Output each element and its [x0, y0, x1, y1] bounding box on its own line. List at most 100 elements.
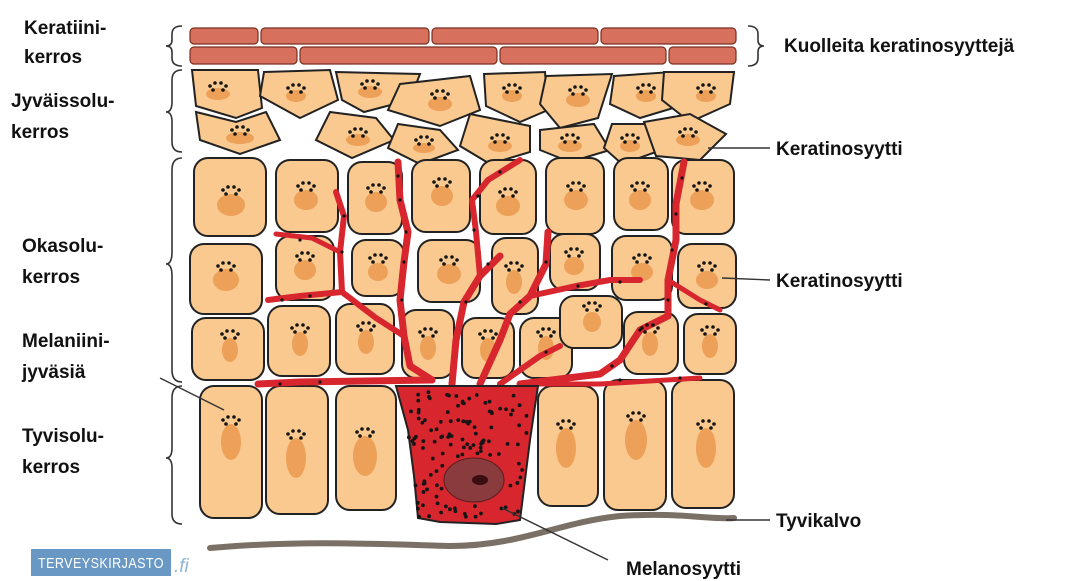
melanin-dot: [516, 481, 520, 485]
melanin-dot: [649, 90, 653, 94]
melanin-dot: [704, 302, 707, 305]
melanin-dot: [577, 254, 581, 258]
melanin-dot: [475, 393, 479, 397]
melanin-dot: [503, 140, 507, 144]
melanin-dot: [701, 83, 705, 87]
melanin-dot: [473, 425, 477, 429]
melanin-dot: [358, 434, 362, 438]
melanin-dot: [713, 264, 717, 268]
melanin-dot: [488, 453, 492, 457]
melanin-dot: [707, 419, 711, 423]
melanin-dot: [431, 334, 435, 338]
melanin-dot: [286, 86, 290, 90]
melanin-dot: [569, 426, 573, 430]
melanin-dot: [296, 184, 300, 188]
melanin-dot: [410, 439, 414, 443]
melanin-dot: [232, 264, 236, 268]
melanin-dot: [417, 408, 421, 412]
melanin-dot: [501, 194, 505, 198]
melanin-dot: [565, 133, 569, 137]
melanin-dot: [416, 393, 420, 397]
melanin-dot: [472, 443, 476, 447]
melanin-dot: [444, 504, 448, 508]
label-granular-layer-line1: Jyväissolu-: [11, 91, 115, 112]
melanin-dot: [498, 190, 502, 194]
melanin-dot: [643, 253, 647, 257]
melanin-dot: [414, 484, 418, 488]
melanin-dot: [581, 92, 585, 96]
melanin-dot: [425, 487, 429, 491]
melanin-dot: [711, 325, 715, 329]
melanin-dot: [221, 188, 225, 192]
melanin-dot: [593, 301, 597, 305]
label-basal-layer-line2: kerros: [22, 457, 80, 478]
melanin-dot: [560, 136, 564, 140]
melanin-dot: [302, 86, 306, 90]
melanin-dot: [447, 432, 451, 436]
melanin-dot: [507, 83, 511, 87]
melanin-dot: [306, 326, 310, 330]
melanin-dot: [371, 79, 375, 83]
melanin-dot: [516, 442, 520, 446]
melanin-dot: [504, 264, 508, 268]
melanin-dot: [517, 423, 521, 427]
label-melanin-granules-line2: jyväsiä: [21, 362, 86, 383]
melanin-dot: [456, 418, 460, 422]
melanin-dot: [402, 260, 405, 263]
keratin-layer: [190, 28, 736, 64]
melanin-dot: [300, 251, 304, 255]
melanocyte-nucleus: [444, 458, 504, 502]
melanin-dot: [576, 284, 579, 287]
melanin-dot: [455, 258, 459, 262]
melanin-dot: [696, 86, 700, 90]
melanin-dot: [476, 451, 480, 455]
melanin-dot: [243, 132, 247, 136]
melanin-dot: [232, 415, 236, 419]
melanin-dot: [465, 442, 469, 446]
melanin-dot: [641, 181, 645, 185]
melanin-dot: [342, 214, 345, 217]
melanin-dot: [371, 430, 375, 434]
melanin-dot: [439, 258, 443, 262]
melanin-dot: [703, 332, 707, 336]
melanin-dot: [227, 261, 231, 265]
melanin-dot: [301, 323, 305, 327]
melanin-dot: [308, 294, 311, 297]
melanin-dot: [701, 419, 705, 423]
melanin-dot: [291, 429, 295, 433]
melanin-dot: [290, 326, 294, 330]
melanin-dot: [466, 422, 470, 426]
melanin-dot: [366, 427, 370, 431]
melanin-dot: [450, 255, 454, 259]
melanin-dot: [567, 254, 571, 258]
melanin-dot: [400, 298, 403, 301]
melanin-dot: [595, 308, 599, 312]
melanin-dot: [307, 181, 311, 185]
melanin-dot: [225, 329, 229, 333]
melanin-dot: [421, 446, 425, 450]
melanin-dot: [637, 411, 641, 415]
melanin-dot: [449, 419, 453, 423]
melanin-dot: [710, 268, 714, 272]
melanin-dot: [237, 418, 241, 422]
melanin-dot: [234, 422, 238, 426]
melanin-dot: [563, 140, 567, 144]
melanin-dot: [483, 329, 487, 333]
melanin-dot: [372, 324, 376, 328]
melanin-dot: [636, 136, 640, 140]
melanin-dot: [509, 261, 513, 265]
melanin-dot: [421, 334, 425, 338]
melanin-dot: [708, 184, 712, 188]
melanin-dot: [625, 133, 629, 137]
melanin-dot: [435, 483, 439, 487]
melanin-dot: [297, 429, 301, 433]
melanin-dot: [610, 364, 613, 367]
melanin-dot: [670, 248, 673, 251]
melanin-dot: [371, 260, 375, 264]
melanin-dot: [487, 439, 491, 443]
melanin-dot: [361, 134, 365, 138]
melanin-dot: [489, 425, 493, 429]
melanin-dot: [359, 328, 363, 332]
melanin-dot: [437, 177, 441, 181]
melanin-dot: [598, 304, 602, 308]
